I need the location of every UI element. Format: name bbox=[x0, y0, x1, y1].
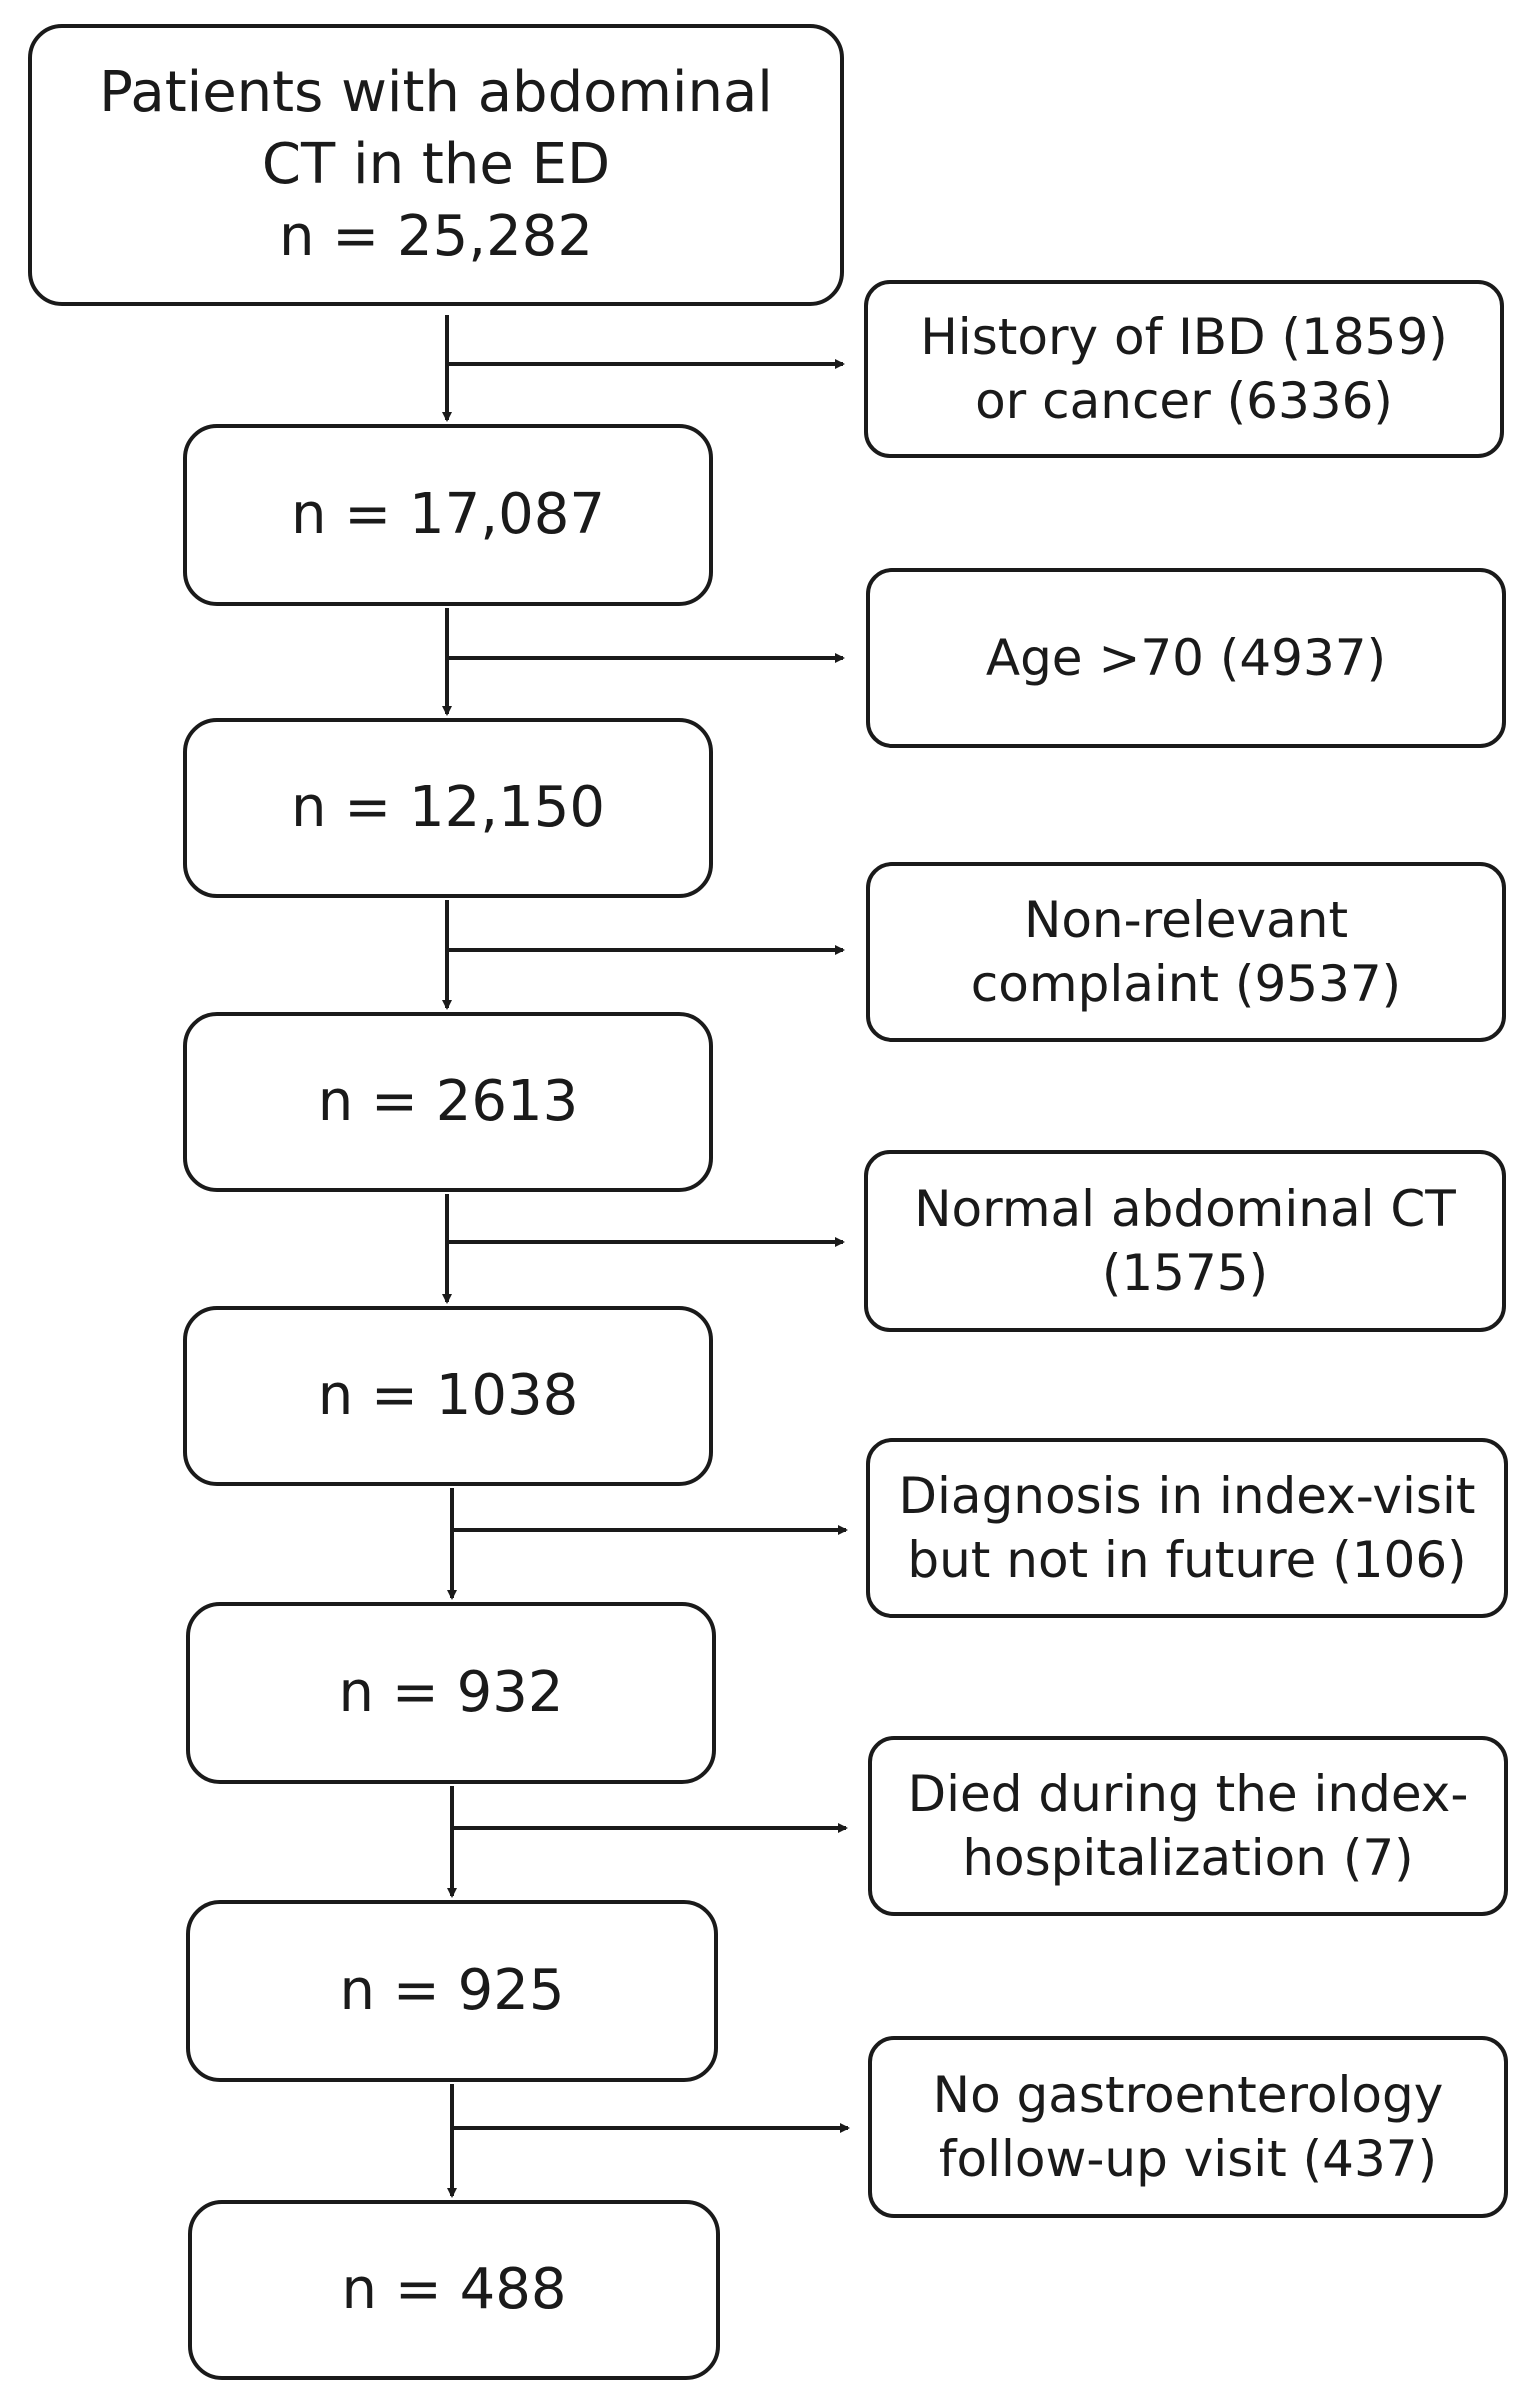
exclusion-label: Died during the index- hospitalization (… bbox=[907, 1765, 1469, 1887]
flow-step-label: n = 925 bbox=[339, 1958, 565, 2024]
flow-step-final-cohort: n = 488 bbox=[188, 2200, 720, 2380]
flow-step-label: n = 12,150 bbox=[291, 775, 605, 841]
exclusion-label: Non-relevant complaint (9537) bbox=[970, 891, 1402, 1013]
exclusion-label: No gastroenterology follow-up visit (437… bbox=[932, 2066, 1444, 2188]
flow-step-4: n = 2613 bbox=[183, 1012, 713, 1192]
exclusion-label: History of IBD (1859) or cancer (6336) bbox=[920, 308, 1448, 430]
flow-step-label: n = 17,087 bbox=[291, 482, 605, 548]
exclusion-box-4: Normal abdominal CT (1575) bbox=[864, 1150, 1506, 1332]
flow-step-2: n = 17,087 bbox=[183, 424, 713, 606]
exclusion-box-7: No gastroenterology follow-up visit (437… bbox=[868, 2036, 1508, 2218]
flow-step-label: n = 2613 bbox=[317, 1069, 579, 1135]
flow-step-7: n = 925 bbox=[186, 1900, 718, 2082]
flow-step-3: n = 12,150 bbox=[183, 718, 713, 898]
exclusion-box-2: Age >70 (4937) bbox=[866, 568, 1506, 748]
exclusion-box-1: History of IBD (1859) or cancer (6336) bbox=[864, 280, 1504, 458]
exclusion-box-5: Diagnosis in index-visit but not in futu… bbox=[866, 1438, 1508, 1618]
flow-step-label: n = 932 bbox=[338, 1660, 564, 1726]
exclusion-box-6: Died during the index- hospitalization (… bbox=[868, 1736, 1508, 1916]
flow-step-initial-cohort: Patients with abdominal CT in the ED n =… bbox=[28, 24, 844, 306]
exclusion-box-3: Non-relevant complaint (9537) bbox=[866, 862, 1506, 1042]
flow-step-label: n = 488 bbox=[341, 2257, 567, 2323]
exclusion-label: Normal abdominal CT (1575) bbox=[914, 1180, 1456, 1302]
exclusion-label: Age >70 (4937) bbox=[985, 629, 1387, 687]
flow-step-6: n = 932 bbox=[186, 1602, 716, 1784]
flow-step-5: n = 1038 bbox=[183, 1306, 713, 1486]
flow-step-label: Patients with abdominal CT in the ED n =… bbox=[99, 60, 773, 269]
exclusion-label: Diagnosis in index-visit but not in futu… bbox=[898, 1467, 1476, 1589]
flow-step-label: n = 1038 bbox=[317, 1363, 579, 1429]
